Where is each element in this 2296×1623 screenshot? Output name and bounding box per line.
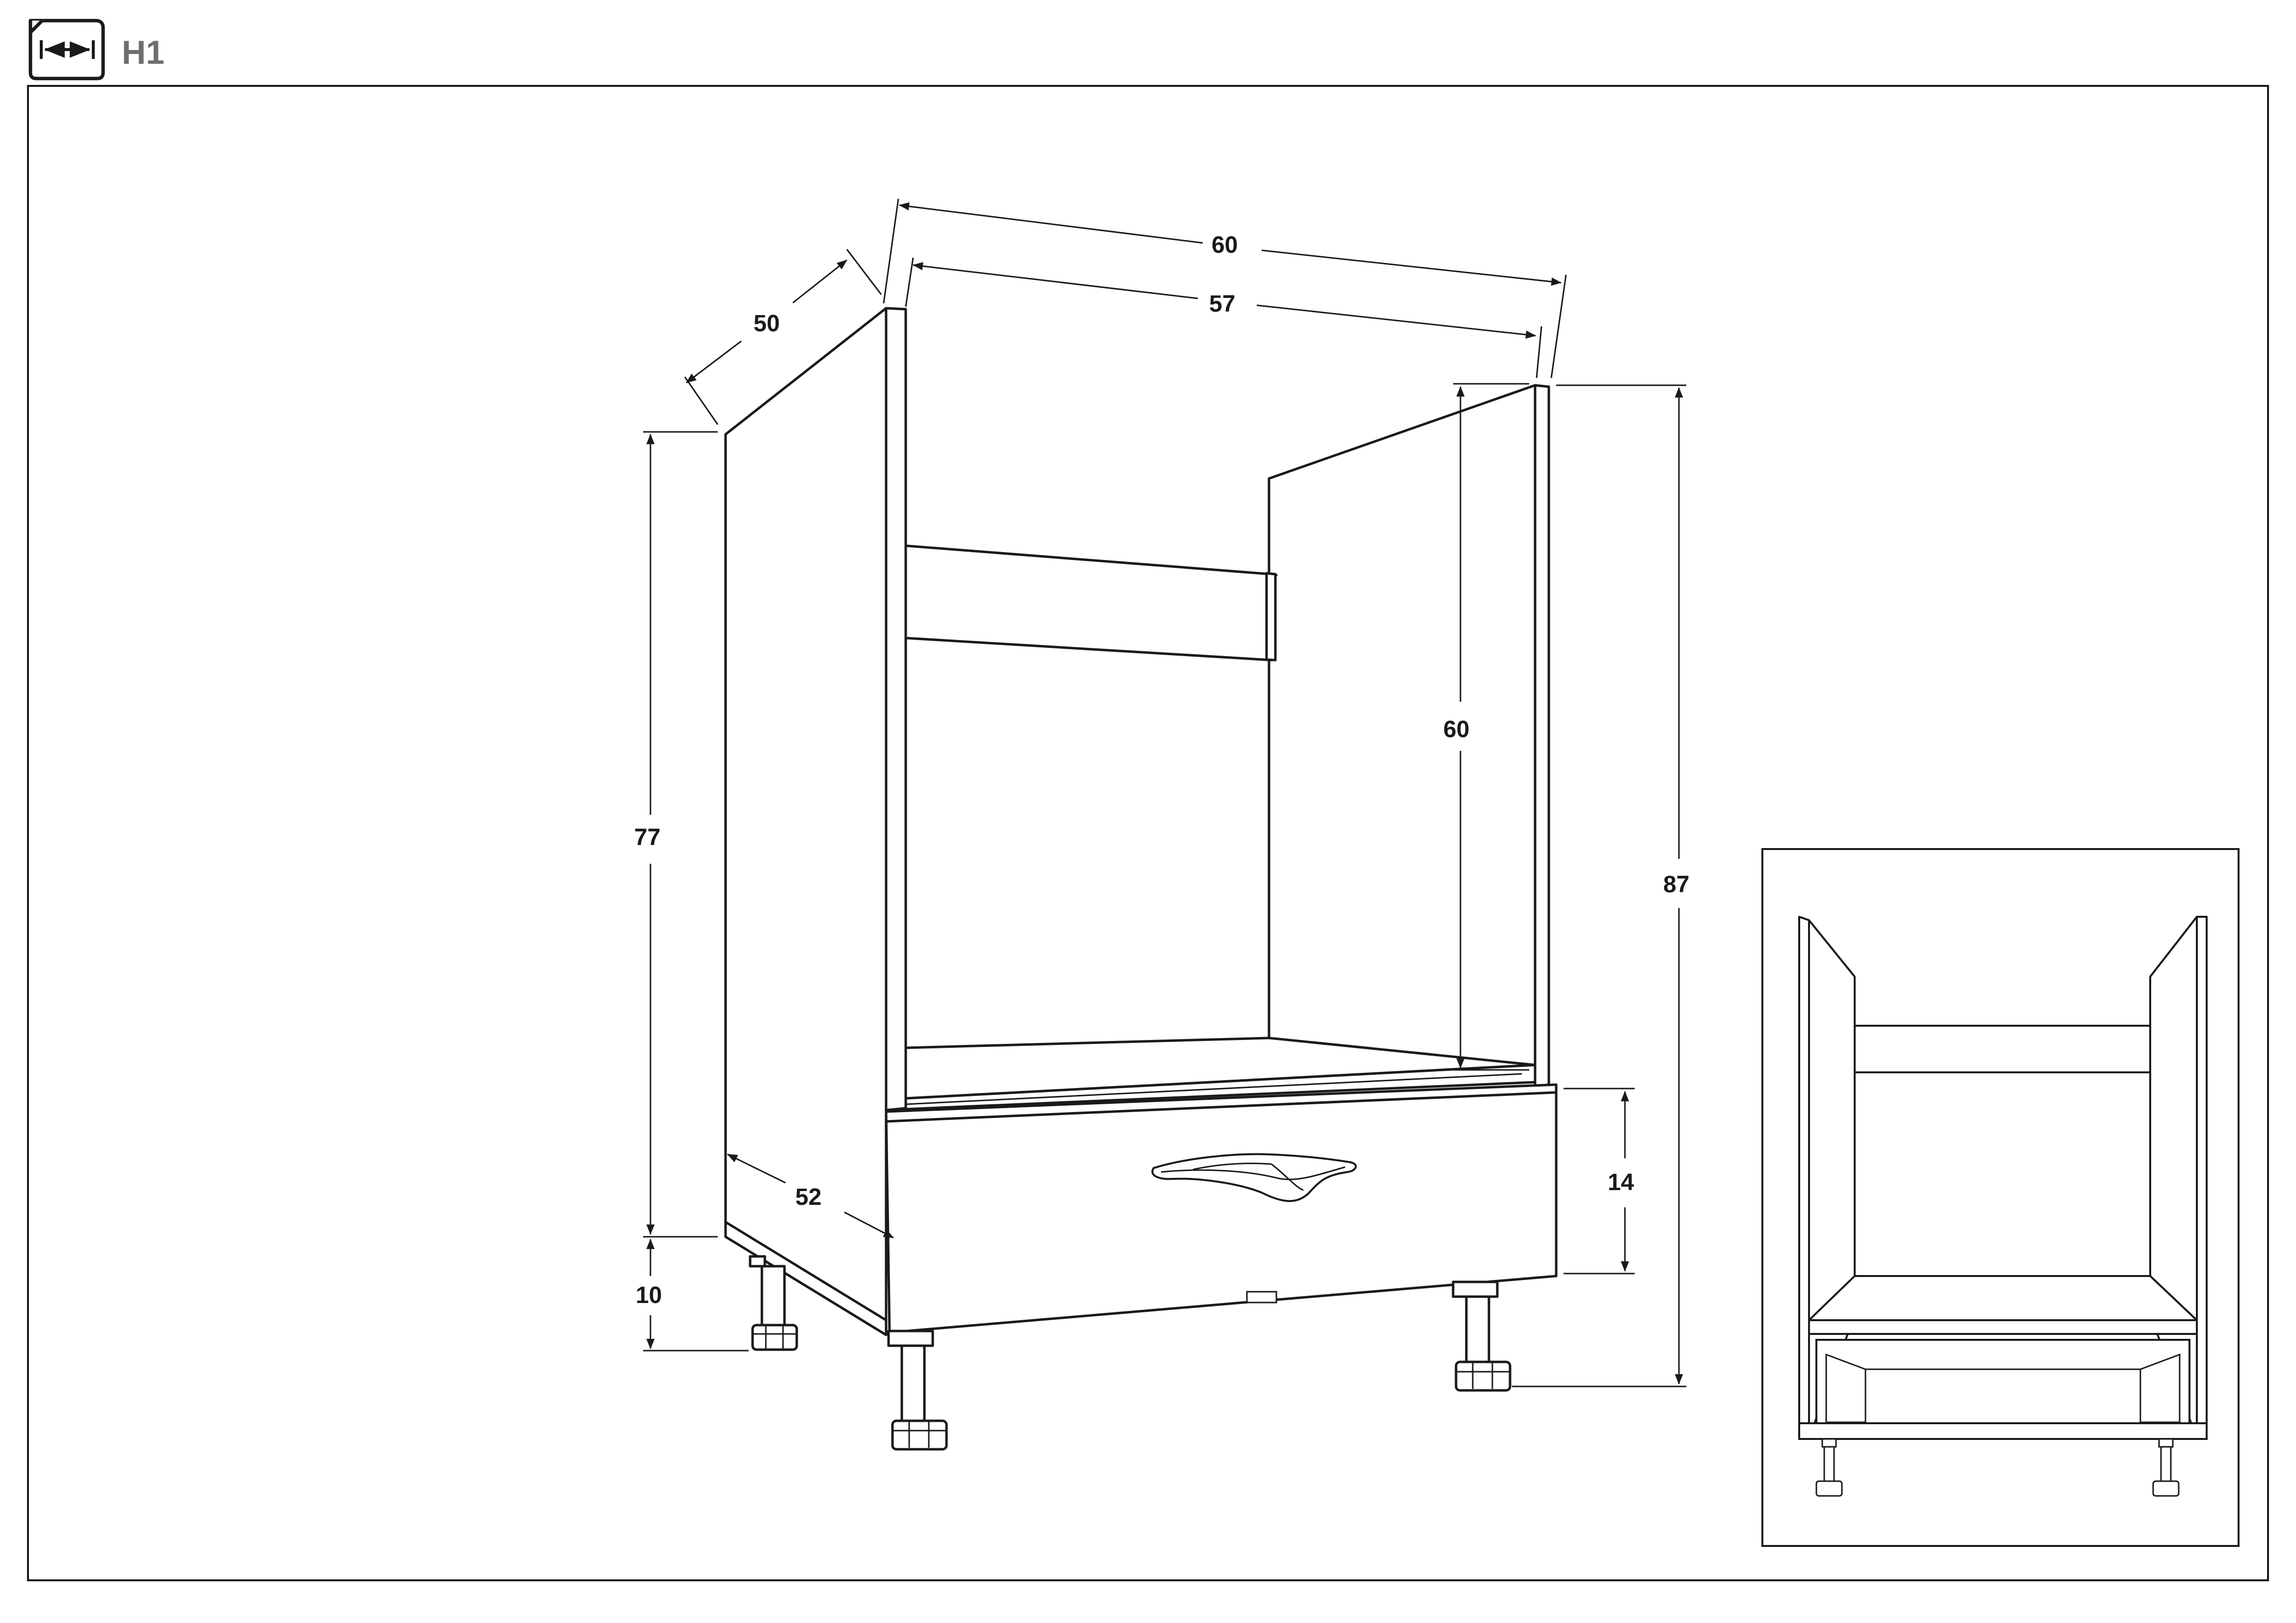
dim-leg-height: 10 [636,1282,662,1308]
dimension-lines [643,198,1686,1387]
top-rail [904,544,1273,662]
left-panel-edge [885,307,907,1112]
drawer-front [885,1083,1558,1334]
bottom-panel [724,1221,888,1336]
inset-front-view [1761,848,2240,1547]
dim-inner-width: 57 [1209,291,1235,317]
dim-total-height: 87 [1663,872,1689,898]
dim-overall-width: 60 [1212,232,1238,258]
dim-side-height: 77 [634,825,660,851]
dim-depth: 50 [754,311,780,337]
header-label: H1 [122,34,164,71]
main-frame [27,85,2269,1581]
right-panel-edge [1534,384,1550,1088]
cabinet-legs [749,1255,1512,1451]
dim-drawer-height: 14 [1608,1170,1634,1196]
dim-opening-height: 60 [1443,717,1469,743]
drawer-handle [1151,1153,1357,1202]
right-side-panel [1268,384,1537,1084]
left-side-panel [724,307,888,1336]
cabinet-perspective [724,307,1558,1451]
width-dimension-icon [28,19,105,80]
dim-bottom-depth: 52 [795,1184,821,1210]
